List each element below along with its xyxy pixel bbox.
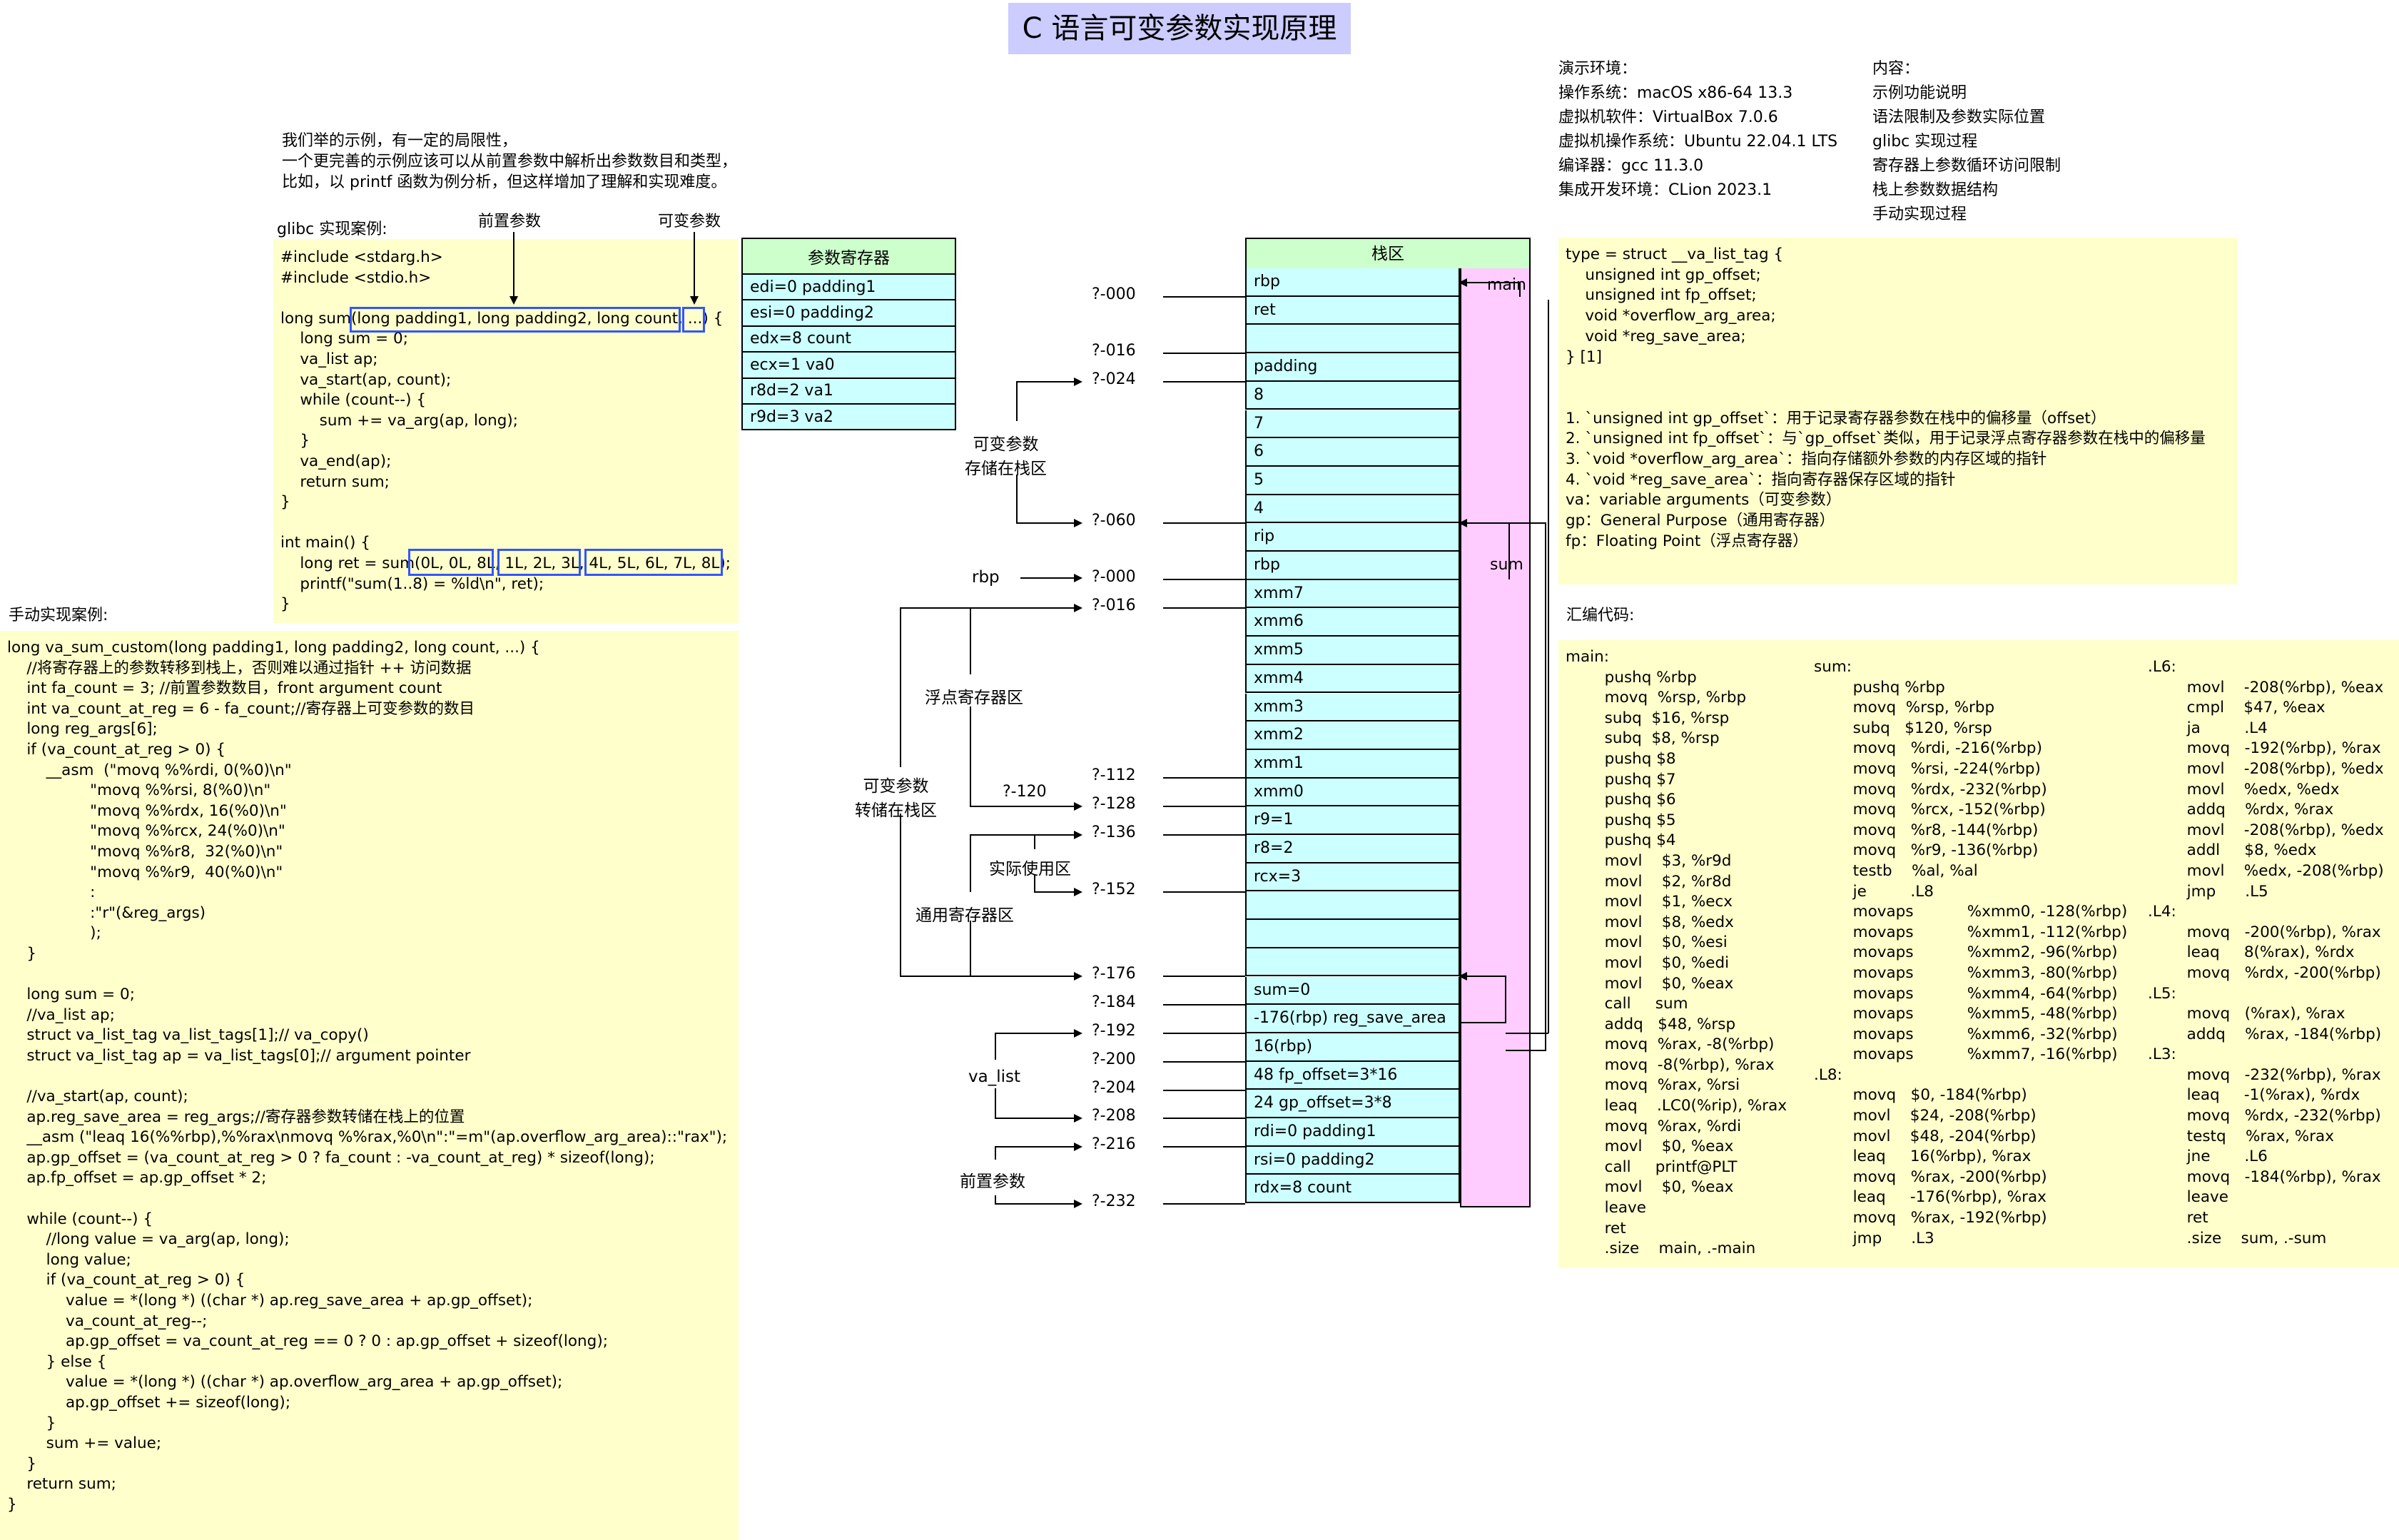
stack-cell <box>1245 920 1460 948</box>
stack-cell: xmm2 <box>1245 721 1460 750</box>
var-stack-label: 可变参数 存储在栈区 <box>965 435 1047 478</box>
stack-offset: ?-016 <box>1092 597 1136 614</box>
stack-offset: ?-000 <box>1092 568 1136 586</box>
intro-text: 我们举的示例，有一定的局限性， 一个更完善的示例应该可以从前置参数中解析出参数数… <box>282 132 738 191</box>
stack-cell <box>1245 325 1460 354</box>
stack-cell: rdi=0 padding1 <box>1245 1118 1460 1147</box>
stack-cell: r9=1 <box>1245 806 1460 835</box>
stack-offset: ?-112 <box>1092 766 1136 784</box>
stack-cell: xmm4 <box>1245 664 1460 694</box>
stack-offset: ?-136 <box>1092 824 1136 841</box>
stack-offset: ?-204 <box>1092 1079 1136 1097</box>
stack-offset: ?-232 <box>1092 1192 1136 1210</box>
args-highlight-1 <box>408 549 494 576</box>
actual-use-label: 实际使用区 <box>989 860 1071 878</box>
va-list-label: va_list <box>968 1068 1020 1086</box>
param-reg-row: edi=0 padding1 <box>741 273 956 301</box>
asm-col-main: main: pushq %rbp movq %rsp, %rbp subq $1… <box>1566 648 1787 1258</box>
stack-offset: ?-152 <box>1092 881 1136 898</box>
float-area-label: 浮点寄存器区 <box>925 689 1023 707</box>
stack-cell: xmm1 <box>1245 749 1460 779</box>
stack-cell: rdx=8 count <box>1245 1175 1460 1204</box>
var-dump-label: 可变参数 转储在栈区 <box>855 777 937 820</box>
glibc-code-box: #include <stdarg.h> #include <stdio.h> l… <box>273 239 739 623</box>
stack-cell: r8=2 <box>1245 835 1460 863</box>
stack-cell: rbp <box>1245 552 1460 580</box>
rbp-label: rbp <box>972 568 1000 587</box>
stack-cell: rsi=0 padding2 <box>1245 1146 1460 1175</box>
stack-offset: ?-208 <box>1092 1107 1136 1125</box>
struct-text: type = struct __va_list_tag { unsigned i… <box>1566 245 2206 550</box>
stack-cell <box>1245 948 1460 977</box>
struct-box: type = struct __va_list_tag { unsigned i… <box>1558 238 2238 584</box>
param-reg-row: edx=8 count <box>741 325 956 353</box>
sum-frame-label: sum <box>1490 556 1523 574</box>
stack-cell: 6 <box>1245 438 1460 467</box>
manual-code-box: long va_sum_custom(long padding1, long p… <box>0 631 739 1540</box>
param-reg-row: r8d=2 va1 <box>741 377 956 405</box>
stack-cell: sum=0 <box>1245 976 1460 1005</box>
fixed-params-highlight <box>350 307 681 333</box>
stack-offset: ?-128 <box>1092 795 1136 813</box>
var-params-label: 可变参数 <box>658 213 721 231</box>
stack-cell: padding <box>1245 353 1460 382</box>
stack-offset: ?-000 <box>1092 285 1136 303</box>
stack-cell: 7 <box>1245 410 1460 439</box>
param-registers-header: 参数寄存器 <box>741 238 956 275</box>
param-reg-row: r9d=3 va2 <box>741 402 956 431</box>
stack-offset: ?-016 <box>1092 342 1136 360</box>
manual-code: long va_sum_custom(long padding1, long p… <box>7 639 728 1514</box>
args-highlight-3 <box>584 549 723 576</box>
asm-label: 汇编代码: <box>1566 607 1635 624</box>
glibc-label: glibc 实现案例: <box>277 221 387 238</box>
stack-offset: ?-192 <box>1092 1022 1136 1040</box>
stack-cell: ret <box>1245 296 1460 325</box>
stack-cell: xmm7 <box>1245 579 1460 609</box>
param-reg-row: ecx=1 va0 <box>741 351 956 379</box>
gp-area-label: 通用寄存器区 <box>916 906 1014 925</box>
stack-cell: rcx=3 <box>1245 863 1460 892</box>
stack-cell: 8 <box>1245 381 1460 410</box>
fixed-params-label: 前置参数 <box>478 213 542 231</box>
stack-offset: ?-176 <box>1092 965 1136 983</box>
args-highlight-2 <box>497 549 581 576</box>
stack-offset: ?-200 <box>1092 1050 1136 1068</box>
stack-cell: 48 fp_offset=3*16 <box>1245 1061 1460 1090</box>
stack-cell: xmm6 <box>1245 608 1460 637</box>
stack-offset: ?-184 <box>1092 993 1136 1011</box>
stack-cell: -176(rbp) reg_save_area <box>1245 1005 1460 1033</box>
stack-offset: ?-060 <box>1092 512 1136 530</box>
stack-cell: 24 gp_offset=3*8 <box>1245 1090 1460 1118</box>
stack-cell: xmm3 <box>1245 693 1460 722</box>
stack-cell: xmm5 <box>1245 637 1460 665</box>
asm-box: main: pushq %rbp movq %rsp, %rbp subq $1… <box>1558 640 2399 1268</box>
stack-offset: ?-216 <box>1092 1135 1136 1153</box>
asm-col-loop: .L6: movl -208(%rbp), %eax cmpl $47, %ea… <box>2148 658 2384 1247</box>
stack-cell: 4 <box>1245 495 1460 524</box>
contents-info: 内容： 示例功能说明 语法限制及参数实际位置 glibc 实现过程 寄存器上参数… <box>1872 60 2061 223</box>
stack-cell <box>1245 891 1460 921</box>
stack-cell: rbp <box>1245 268 1460 297</box>
fixed-label: 前置参数 <box>960 1172 1025 1191</box>
env-info: 演示环境： 操作系统：macOS x86-64 13.3 虚拟机软件：Virtu… <box>1558 60 1838 199</box>
asm-col-sum: sum: pushq %rbp movq %rsp, %rbp subq $12… <box>1814 658 2128 1247</box>
stack-cell: rip <box>1245 523 1460 552</box>
stack-offset: ?-024 <box>1092 370 1136 388</box>
stack-cell: 5 <box>1245 466 1460 495</box>
stack-cell: xmm0 <box>1245 778 1460 807</box>
glibc-code: #include <stdarg.h> #include <stdio.h> l… <box>280 248 731 614</box>
page-title: C 语言可变参数实现原理 <box>1008 3 1351 54</box>
param-registers-table: 参数寄存器 edi=0 padding1 esi=0 padding2 edx=… <box>741 238 956 431</box>
stack-offset: ?-120 <box>1003 783 1047 801</box>
var-params-highlight <box>682 307 705 333</box>
manual-label: 手动实现案例: <box>9 607 108 624</box>
param-reg-row: esi=0 padding2 <box>741 299 956 327</box>
